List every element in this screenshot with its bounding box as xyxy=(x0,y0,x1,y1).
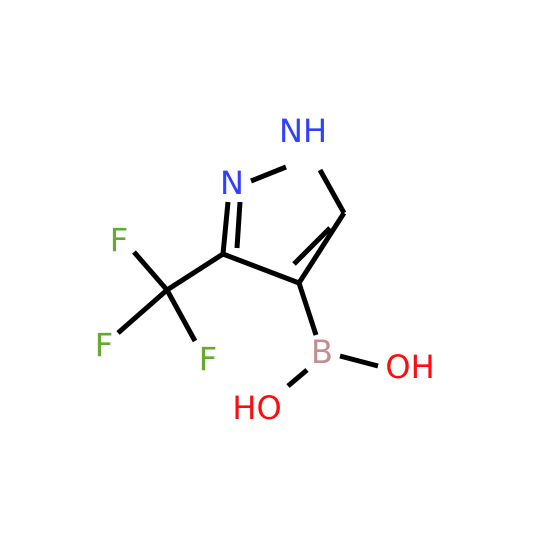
bond-c3-n xyxy=(220,201,231,255)
bond-c5-c4 xyxy=(296,211,347,285)
bond-c3-cf3 xyxy=(165,251,225,293)
atom-oh-right: OH xyxy=(385,348,434,386)
bond-c4-c3 xyxy=(222,251,300,286)
bond-n-nh xyxy=(250,164,287,184)
bond-c4-b xyxy=(296,282,319,336)
bond-cf3-f-left xyxy=(116,288,169,335)
bond-nh-c5 xyxy=(317,168,347,215)
atom-labels: NH N F F F B OH HO xyxy=(95,112,435,427)
atom-f-top: F xyxy=(110,221,128,259)
bond-c3-n-inner xyxy=(234,201,243,249)
atom-f-left: F xyxy=(95,326,113,364)
atom-b: B xyxy=(311,333,333,371)
atom-f-right: F xyxy=(199,340,217,378)
atom-nh: NH xyxy=(279,112,327,150)
bond-cf3-f-right xyxy=(164,288,198,343)
bond-cf3-f-top xyxy=(132,250,169,292)
bond-c5-c4-inner xyxy=(292,226,332,266)
bond-b-oh-left xyxy=(286,368,309,388)
bonds xyxy=(116,164,379,388)
atom-n: N xyxy=(220,164,244,202)
bond-b-oh-right xyxy=(339,353,379,369)
atom-oh-left: HO xyxy=(232,389,281,427)
